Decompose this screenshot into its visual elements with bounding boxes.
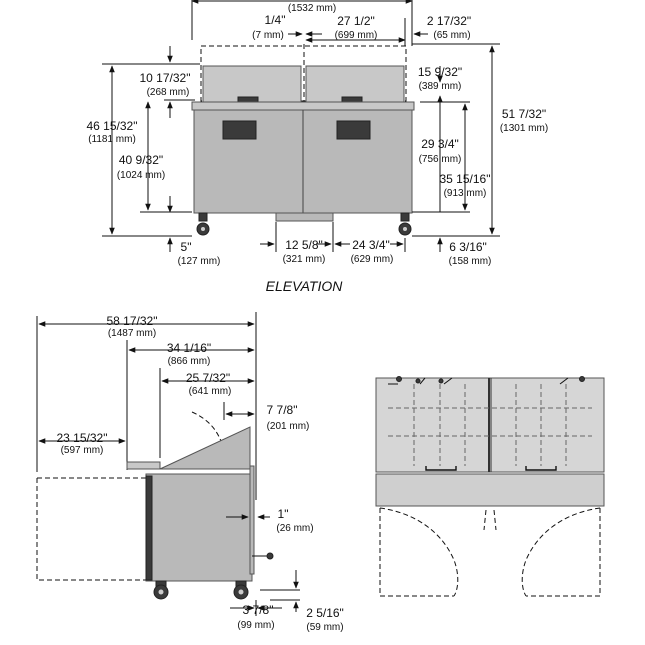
caster-offset-in: 3 7/8": [243, 603, 274, 617]
drain-center-mm: (629 mm): [351, 254, 394, 265]
rail-height-in: 35 15/16": [440, 172, 491, 186]
elevation-caption: ELEVATION: [266, 278, 344, 294]
drain-center-in: 24 3/4": [352, 238, 390, 252]
lid-overhang-in: 2 17/32": [427, 14, 471, 28]
lid-overhang-mm: (65 mm): [433, 30, 470, 41]
rail-height-mm: (913 mm): [444, 188, 487, 199]
work-height-mm: (1024 mm): [117, 170, 165, 181]
base-offset-mm: (59 mm): [306, 622, 343, 633]
door-swing-in: 23 15/32": [57, 431, 108, 445]
lid-open-total-in: 51 7/32": [502, 107, 546, 121]
overall-height-mm: (1181 mm): [88, 134, 136, 145]
lid-depth-in: 7 7/8": [267, 403, 298, 417]
base-offset-in: 2 5/16": [306, 606, 344, 620]
caster-right-mm: (158 mm): [449, 256, 492, 267]
lid-open-total-mm: (1301 mm): [500, 123, 548, 134]
overall-width-mm: (1532 mm): [288, 3, 336, 14]
lid-open-height-mm: (389 mm): [419, 81, 462, 92]
rail-depth-in: 25 7/32": [186, 371, 230, 385]
lid-open-height-in: 15 9/32": [418, 65, 462, 79]
drain-offset-in: 12 5/8": [285, 238, 323, 252]
door-handle-left: [222, 120, 257, 140]
caster-right-in: 6 3/16": [449, 240, 487, 254]
lid-width-mm: (699 mm): [335, 30, 378, 41]
lid-width-in: 27 1/2": [337, 14, 375, 28]
cabinet-height-in: 29 3/4": [421, 137, 459, 151]
overall-height-in: 46 15/32": [87, 119, 138, 133]
gap-quarter-mm: (7 mm): [252, 30, 284, 41]
side-view: 58 17/32" (1487 mm) 34 1/16" (866 mm) 25…: [36, 312, 344, 633]
lid-height-in: 10 17/32": [140, 71, 191, 85]
bumper-mm: (26 mm): [276, 523, 313, 534]
elevation-view: (1532 mm) 1/4" (7 mm) 27 1/2" (699 mm) 2…: [87, 0, 548, 294]
caster-height-in: 5": [181, 240, 192, 254]
rail-depth-mm: (641 mm): [189, 386, 232, 397]
top-view: [375, 376, 605, 597]
door-handle-right: [336, 120, 371, 140]
door-swing-mm: (597 mm): [61, 445, 104, 456]
caster-offset-mm: (99 mm): [237, 620, 274, 631]
cabinet-depth-mm: (866 mm): [168, 356, 211, 367]
bumper-in: 1": [278, 507, 289, 521]
lid-depth-mm: (201 mm): [267, 421, 310, 432]
cabinet-depth-in: 34 1/16": [167, 341, 211, 355]
gap-quarter-in: 1/4": [265, 13, 286, 27]
work-height-in: 40 9/32": [119, 153, 163, 167]
cabinet-height-mm: (756 mm): [419, 154, 462, 165]
overall-depth-mm: (1487 mm): [108, 328, 156, 339]
lid-height-mm: (268 mm): [147, 87, 190, 98]
caster-height-mm: (127 mm): [178, 256, 221, 267]
drain-offset-mm: (321 mm): [283, 254, 326, 265]
overall-depth-in: 58 17/32": [107, 314, 158, 328]
